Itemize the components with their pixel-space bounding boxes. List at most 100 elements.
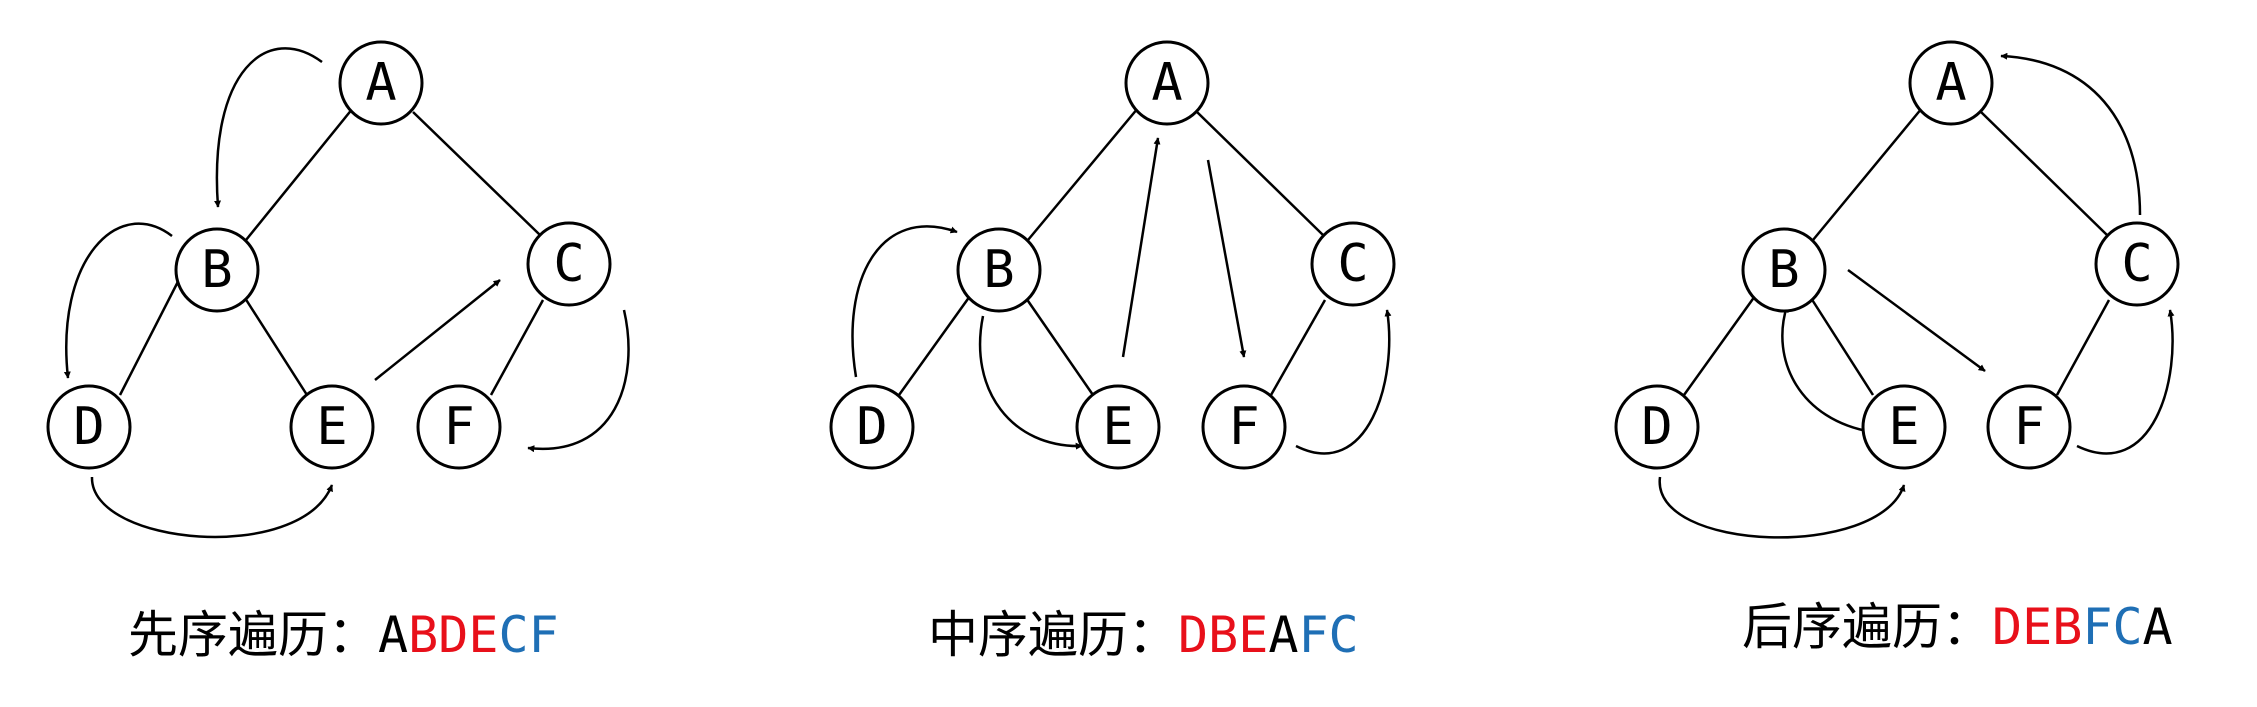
tree-nodes: A B C D E F — [46, 40, 612, 470]
tree-panel-inorder: A B C D E F — [829, 40, 1396, 470]
node-e: E — [1075, 384, 1161, 470]
node-b-label: B — [1768, 240, 1799, 300]
edge-b-d — [1682, 295, 1757, 396]
node-c-label: C — [2121, 234, 2152, 294]
sequence-letter: A — [1268, 606, 1299, 664]
caption-preorder: 先序遍历：ABDECF — [128, 610, 559, 660]
node-a: A — [1124, 40, 1210, 126]
arrow-e-to-b — [1781, 305, 1873, 434]
sequence-letter: B — [2052, 598, 2083, 656]
node-a-label: A — [1935, 53, 1966, 113]
sequence-letter: E — [2022, 598, 2053, 656]
arrow-d-to-b — [851, 225, 958, 378]
sequence-letter: B — [408, 606, 439, 664]
caption-inorder: 中序遍历：DBEAFC — [928, 610, 1359, 660]
tree-nodes: A B C D E F — [1614, 40, 2180, 470]
caption-label-inorder: 中序遍历： — [928, 606, 1178, 664]
caption-label-postorder: 后序遍历： — [1742, 598, 1992, 656]
node-c-label: C — [553, 234, 584, 294]
edge-a-c — [412, 111, 541, 236]
sequence-letter: C — [498, 606, 529, 664]
node-b: B — [174, 227, 260, 313]
edge-c-f — [2055, 299, 2111, 396]
arrow-c-to-f — [527, 309, 630, 453]
arrow-b-to-f — [1847, 268, 1986, 373]
traversal-arrows — [63, 47, 630, 539]
arrow-a-to-f — [1206, 159, 1247, 358]
edge-b-e — [243, 297, 309, 396]
sequence-letter: F — [1298, 606, 1329, 664]
sequence-letter: D — [438, 606, 469, 664]
sequence-letter: E — [1238, 606, 1269, 664]
node-f: F — [416, 384, 502, 470]
node-e: E — [289, 384, 375, 470]
traversal-arrows — [1658, 52, 2175, 539]
sequence-letter: C — [2112, 598, 2143, 656]
node-a: A — [1908, 40, 1994, 126]
tree-panel-preorder: A B C D E F — [46, 40, 630, 539]
sequence-letter: E — [468, 606, 499, 664]
arrow-b-to-e — [978, 315, 1083, 450]
node-d: D — [46, 384, 132, 470]
caption-postorder: 后序遍历：DEBFCA — [1742, 602, 2173, 652]
tree-panel-postorder: A B C D E F — [1614, 40, 2180, 539]
edge-a-c — [1196, 111, 1324, 236]
sequence-letter: A — [378, 606, 409, 664]
node-a-label: A — [1151, 53, 1182, 113]
edge-a-b — [245, 107, 354, 241]
node-e-label: E — [316, 397, 347, 457]
traversal-arrows — [851, 137, 1392, 455]
edge-a-b — [1812, 107, 1923, 241]
tree-edges — [1682, 107, 2111, 396]
node-d: D — [829, 384, 915, 470]
node-d-label: D — [73, 397, 104, 457]
node-c: C — [526, 221, 612, 307]
node-a-label: A — [365, 53, 396, 113]
node-d-label: D — [1641, 397, 1672, 457]
arrow-e-to-c — [374, 279, 501, 381]
sequence-letter: A — [2142, 598, 2173, 656]
edge-a-c — [1980, 111, 2108, 236]
node-d-label: D — [856, 397, 887, 457]
tree-edges — [897, 107, 1327, 396]
sequence-inorder: DBEAFC — [1178, 606, 1359, 664]
node-a: A — [338, 40, 424, 126]
edge-c-f — [489, 299, 545, 396]
arrow-d-to-e — [1658, 476, 1906, 539]
node-c-label: C — [1337, 234, 1368, 294]
arrow-d-to-e — [90, 476, 334, 539]
arrow-e-to-a — [1121, 137, 1161, 358]
sequence-letter: F — [528, 606, 559, 664]
sequence-letter: C — [1328, 606, 1359, 664]
edge-b-e — [1024, 297, 1095, 396]
sequence-letter: F — [2082, 598, 2113, 656]
caption-label-preorder: 先序遍历： — [128, 606, 378, 664]
arrow-f-to-c — [2076, 309, 2175, 455]
arrow-c-to-a — [2000, 52, 2142, 216]
tree-nodes: A B C D E F — [829, 40, 1396, 470]
node-c: C — [2094, 221, 2180, 307]
edge-a-b — [1027, 107, 1139, 241]
node-e-label: E — [1102, 397, 1133, 457]
sequence-letter: D — [1178, 606, 1209, 664]
arrow-f-to-c — [1295, 309, 1392, 455]
node-d: D — [1614, 384, 1700, 470]
node-e: E — [1861, 384, 1947, 470]
node-f-label: F — [1228, 397, 1259, 457]
sequence-letter: B — [1208, 606, 1239, 664]
edge-c-f — [1269, 299, 1327, 396]
sequence-preorder: ABDECF — [378, 606, 559, 664]
tree-edges — [118, 107, 545, 396]
node-c: C — [1310, 221, 1396, 307]
node-b: B — [1741, 227, 1827, 313]
node-e-label: E — [1888, 397, 1919, 457]
edge-b-d — [897, 295, 972, 396]
node-b-label: B — [983, 240, 1014, 300]
edge-b-e — [1809, 297, 1875, 396]
node-f: F — [1201, 384, 1287, 470]
node-b: B — [956, 227, 1042, 313]
sequence-letter: D — [1992, 598, 2023, 656]
arrow-a-to-b — [214, 47, 323, 208]
node-f-label: F — [2013, 397, 2044, 457]
